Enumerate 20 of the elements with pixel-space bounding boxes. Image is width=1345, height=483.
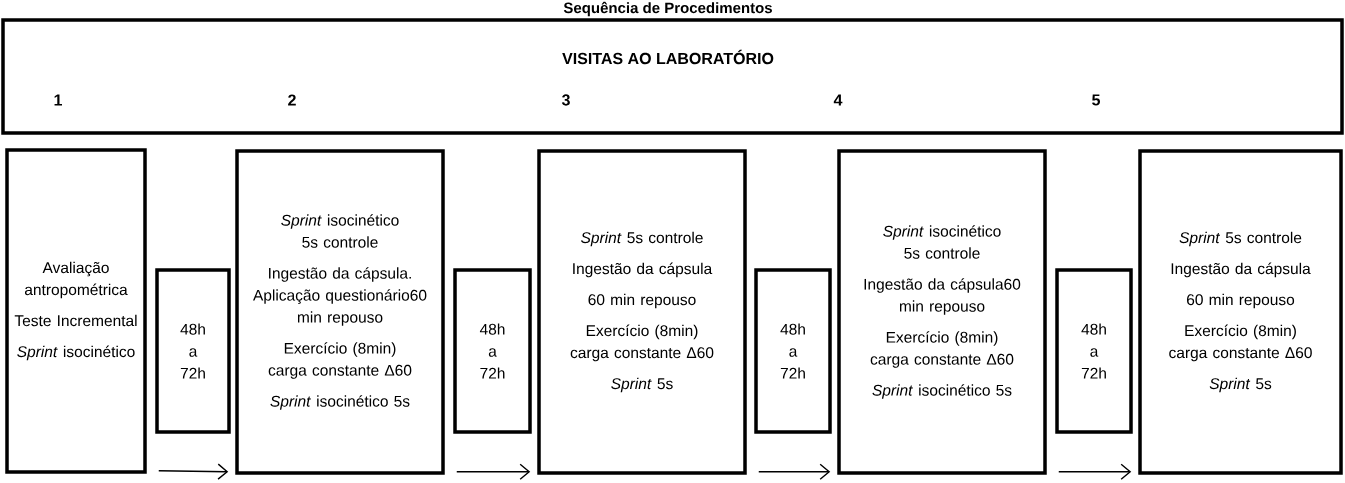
visit-number: 2 <box>288 94 296 106</box>
procedure-box: Sprint isocinético 5s controle Ingestão da cápsula60 min repouso Exercício (8min) carga constante Δ60 Sprint isocinético 5s <box>837 149 1047 475</box>
procedure-box: Sprint 5s controle Ingestão da cápsula 60 min repouso Exercício (8min) carga constante Δ60 Sprint 5s <box>537 149 747 475</box>
visit-number: 3 <box>561 94 570 106</box>
interval-box: 48h a 72h <box>1055 268 1133 434</box>
visit-number: 5 <box>1092 94 1100 106</box>
heading: VISITAS AO LABORATÓRIO <box>562 49 774 65</box>
procedure-box: Sprint 5s controle Ingestão da cápsula 60 min repouso Exercício (8min) carga constante Δ60 Sprint 5s <box>1138 149 1343 475</box>
arrow <box>758 463 831 480</box>
interval-box: 48h a 72h <box>453 268 532 434</box>
visit-number: 1 <box>54 94 62 106</box>
arrow <box>1058 463 1132 480</box>
interval-box: 48h a 72h <box>155 268 231 434</box>
title: Sequência de Procedimentos <box>563 1 772 17</box>
procedure-box: Sprint isocinético 5s controle Ingestão da cápsula. Aplicação questionário60 min repouso Exercício (8min) carga constante Δ60 Sprint isocinético 5s <box>235 149 445 475</box>
visit-number: 4 <box>833 94 843 106</box>
procedure-box: Avaliação antropométrica Teste Incremental Sprint isocinético <box>5 148 147 474</box>
arrow <box>456 463 531 480</box>
arrow <box>158 463 229 480</box>
interval-box: 48h a 72h <box>754 268 832 434</box>
